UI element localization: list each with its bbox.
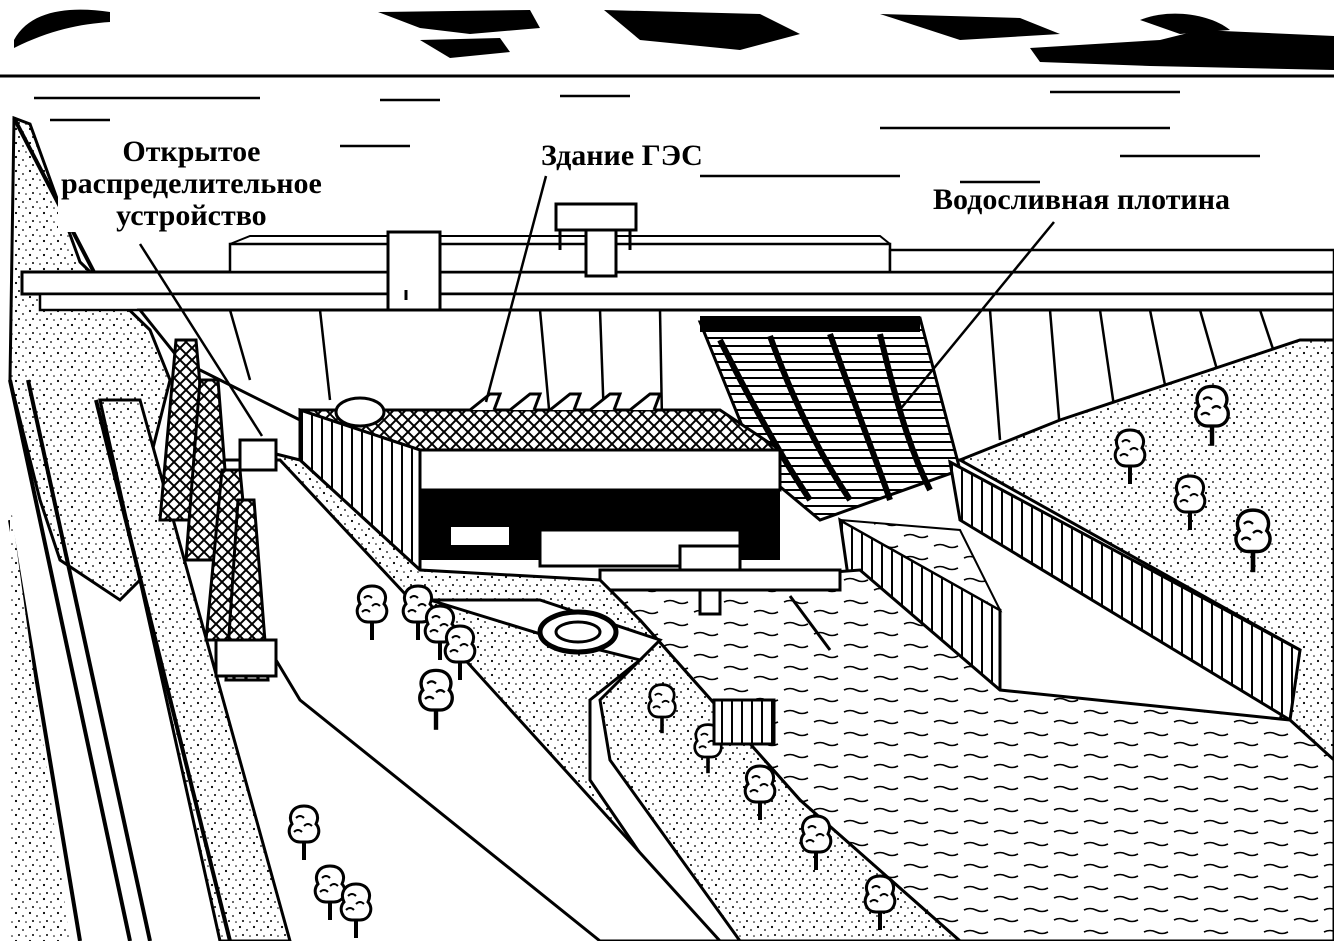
switchyard-label-line-3: устройство bbox=[116, 199, 267, 232]
switchyard-label-line-2: распределительное bbox=[61, 167, 322, 200]
small-building bbox=[712, 698, 776, 746]
access-road bbox=[429, 598, 742, 941]
road-roundabout bbox=[537, 609, 619, 655]
crest-gantry-crane bbox=[554, 202, 638, 278]
dam-crest bbox=[20, 235, 1334, 312]
dam-face-ribs bbox=[228, 309, 1282, 441]
reservoir-lines bbox=[34, 90, 1260, 184]
switchyard-label-line-1: Открытое bbox=[122, 135, 261, 168]
sky-clouds bbox=[14, 9, 1334, 70]
switchyard-towers bbox=[158, 338, 278, 682]
powerhouse-label: Здание ГЭС bbox=[538, 140, 706, 172]
spillway-label: Водосливная плотина bbox=[930, 184, 1233, 216]
switchyard-label: Открытое распределительное устройство bbox=[58, 136, 325, 232]
leader-lines bbox=[138, 175, 1055, 437]
